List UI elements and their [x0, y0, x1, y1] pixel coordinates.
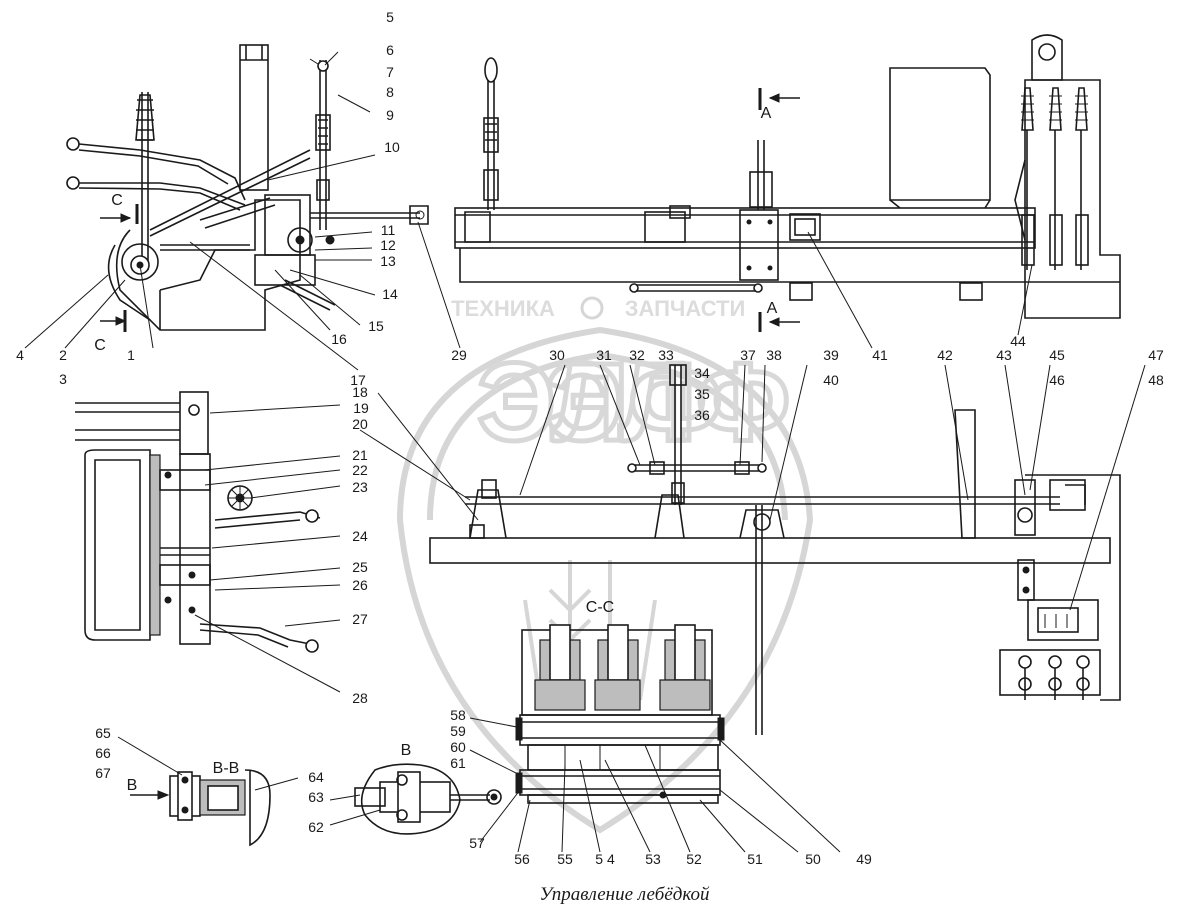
callout-1: 1	[127, 347, 135, 363]
figure-caption: Управление лебёдкой	[539, 884, 710, 905]
arrow-c-bottom-label: C	[94, 337, 106, 354]
lever-knobs	[1018, 655, 1090, 700]
callout-49: 49	[856, 851, 872, 867]
callout-26: 26	[352, 577, 368, 593]
callout-8: 8	[386, 84, 394, 100]
callout-64: 64	[308, 769, 324, 785]
callout-51: 51	[747, 851, 763, 867]
leader-lines	[24, 51, 1146, 853]
watermark-logo: ЭЛФ	[477, 341, 722, 464]
callout-44: 44	[1010, 333, 1026, 349]
callout-37: 37	[740, 347, 756, 363]
callout-12: 12	[380, 237, 396, 253]
watermark: ЭЛФ ЭЛФ ТЕХНИКА ЗАПЧАСТИ	[396, 296, 814, 834]
cc-cylinders	[534, 624, 711, 711]
callout-34: 34	[694, 365, 710, 381]
arrow-a-top-label: A	[761, 105, 772, 122]
section-b-b	[130, 769, 271, 847]
callout-48: 48	[1148, 372, 1164, 388]
watermark-right: ЗАПЧАСТИ	[625, 296, 746, 321]
callout-63: 63	[308, 789, 324, 805]
callout-23: 23	[352, 479, 368, 495]
callout-66: 66	[95, 745, 111, 761]
view-b-label: B	[401, 742, 412, 759]
arrow-c-top-label: C	[111, 192, 123, 209]
callout-17: 17	[350, 372, 366, 388]
callout-61: 61	[450, 755, 466, 771]
callout-18: 18	[352, 384, 368, 400]
callout-41: 41	[872, 347, 888, 363]
callout-42: 42	[937, 347, 953, 363]
callout-54: 5 4	[595, 851, 615, 867]
middle-beam-assembly	[429, 364, 1121, 735]
callout-45: 45	[1049, 347, 1065, 363]
arrow-a-bottom-label: A	[767, 300, 778, 317]
top-right-frame	[454, 34, 1121, 332]
arrow-b-label: B	[127, 777, 138, 794]
callout-36: 36	[694, 407, 710, 423]
callout-10: 10	[384, 139, 400, 155]
callout-24: 24	[352, 528, 368, 544]
watermark-left: ТЕХНИКА	[451, 296, 555, 321]
callout-65: 65	[95, 725, 111, 741]
callout-29: 29	[451, 347, 467, 363]
svg-text:ЭЛФ: ЭЛФ	[545, 341, 790, 464]
callout-55: 55	[557, 851, 573, 867]
callout-numbers: 1 2 3 4 5 6 7 8 9 10 11 12 13 14 15 16 1…	[16, 9, 1164, 867]
callout-27: 27	[352, 611, 368, 627]
callout-22: 22	[352, 462, 368, 478]
callout-56: 56	[514, 851, 530, 867]
callout-35: 35	[694, 386, 710, 402]
callout-11: 11	[381, 222, 396, 238]
callout-57: 57	[469, 835, 485, 851]
callout-59: 59	[450, 723, 466, 739]
callout-25: 25	[352, 559, 368, 575]
callout-4: 4	[16, 347, 24, 363]
callout-15: 15	[368, 318, 384, 334]
callout-5: 5	[386, 9, 394, 25]
callout-47: 47	[1148, 347, 1164, 363]
callout-31: 31	[596, 347, 612, 363]
callout-28: 28	[352, 690, 368, 706]
section-bb-label: B-B	[213, 760, 240, 777]
callout-52: 52	[686, 851, 702, 867]
callout-38: 38	[766, 347, 782, 363]
left-lever-assembly	[66, 44, 429, 332]
callout-60: 60	[450, 739, 466, 755]
section-cc-label: C-C	[586, 599, 614, 616]
view-labels: C-C B-B B B C C A A	[94, 105, 777, 794]
callout-13: 13	[380, 253, 396, 269]
lever-boots	[1021, 87, 1089, 270]
left-side-view	[75, 391, 321, 653]
callout-21: 21	[352, 447, 368, 463]
callout-43: 43	[996, 347, 1012, 363]
callout-30: 30	[549, 347, 565, 363]
callout-39: 39	[823, 347, 839, 363]
callout-9: 9	[386, 107, 394, 123]
callout-3: 3	[59, 371, 67, 387]
callout-50: 50	[805, 851, 821, 867]
callout-14: 14	[382, 286, 398, 302]
callout-19: 19	[353, 400, 369, 416]
callout-32: 32	[629, 347, 645, 363]
callout-58: 58	[450, 707, 466, 723]
callout-6: 6	[386, 42, 394, 58]
view-b	[354, 763, 502, 835]
callout-16: 16	[331, 331, 347, 347]
section-c-c	[515, 624, 725, 804]
callout-62: 62	[308, 819, 324, 835]
callout-67: 67	[95, 765, 111, 781]
callout-46: 46	[1049, 372, 1065, 388]
callout-7: 7	[386, 64, 394, 80]
callout-33: 33	[658, 347, 674, 363]
callout-2: 2	[59, 347, 67, 363]
callout-53: 53	[645, 851, 661, 867]
callout-20: 20	[352, 416, 368, 432]
callout-40: 40	[823, 372, 839, 388]
